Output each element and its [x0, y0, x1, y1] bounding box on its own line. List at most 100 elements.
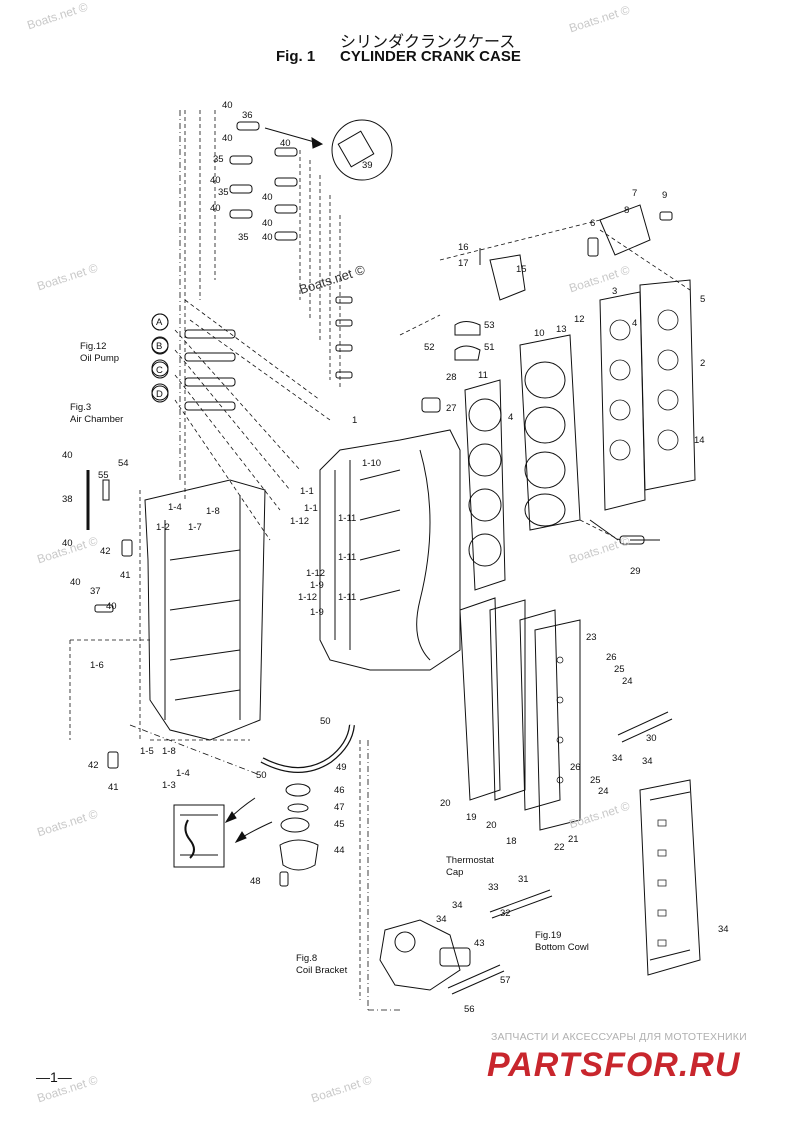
part-number: 1-4: [176, 768, 190, 779]
part-number: 25: [590, 775, 601, 786]
part-number: 1-11: [338, 592, 357, 603]
part-number: 1-1: [304, 503, 318, 514]
part-number: 7: [632, 188, 638, 199]
part-number: 2: [700, 358, 706, 369]
part-number: 34: [612, 753, 623, 764]
part-number: 33: [488, 882, 499, 893]
part-number: 1-4: [168, 502, 182, 513]
part-number: 29: [630, 566, 641, 577]
part-number: 10: [534, 328, 545, 339]
part-number: 40: [280, 138, 291, 149]
part-number: 19: [466, 812, 477, 823]
circled-letter-b: B: [156, 341, 163, 352]
part-number: 38: [62, 494, 73, 505]
store-heading: ЗАПЧАСТИ И АКСЕССУАРЫ ДЛЯ МОТОТЕХНИКИ: [491, 1031, 747, 1043]
circled-letter-c: C: [156, 365, 163, 376]
part-number: 28: [446, 372, 457, 383]
part-number: 43: [474, 938, 485, 949]
title-japanese: シリンダクランクケース: [340, 32, 516, 51]
part-number: 46: [334, 785, 345, 796]
part-number: 40: [62, 450, 73, 461]
part-number: 40: [70, 577, 81, 588]
part-number: 41: [120, 570, 131, 581]
part-number: 1-9: [310, 580, 324, 591]
part-number: 40: [262, 192, 273, 203]
part-number: 40: [210, 175, 221, 186]
part-number: 15: [516, 264, 527, 275]
part-number: 49: [336, 762, 347, 773]
part-number: 1-9: [310, 607, 324, 618]
part-number: 45: [334, 819, 345, 830]
part-number: 1-12: [290, 516, 310, 527]
part-number: 50: [256, 770, 267, 781]
part-number: 40: [62, 538, 73, 549]
part-number: 1-1: [300, 486, 314, 497]
part-number: 1-7: [188, 522, 202, 533]
part-number: 22: [554, 842, 565, 853]
part-number: 34: [452, 900, 463, 911]
part-number: 36: [242, 110, 253, 121]
callout-fig8: Fig.8: [296, 953, 318, 964]
part-number: 1-10: [362, 458, 382, 469]
part-number: 40: [262, 232, 273, 243]
part-number: 56: [464, 1004, 475, 1015]
part-number: 57: [500, 975, 511, 986]
part-number: 8: [624, 205, 630, 216]
part-number: 26: [606, 652, 617, 663]
part-number: 32: [500, 908, 511, 919]
part-number: 40: [222, 100, 233, 111]
partsfor-logo-icon[interactable]: PARTSFOR.RU: [483, 1044, 788, 1084]
part-number: 44: [334, 845, 345, 856]
part-number: 4: [508, 412, 514, 423]
part-number: 1-3: [162, 780, 176, 791]
part-number: 20: [486, 820, 497, 831]
part-number: 40: [222, 133, 233, 144]
part-number: 16: [458, 242, 469, 253]
page-number: —1—: [36, 1069, 72, 1085]
part-number: 14: [694, 435, 705, 446]
part-number: 34: [436, 914, 447, 925]
part-number: 23: [586, 632, 597, 643]
part-number: 6: [590, 218, 596, 229]
part-number: 1-12: [298, 592, 318, 603]
part-number: 21: [568, 834, 579, 845]
part-number: 1-8: [206, 506, 220, 517]
part-number: 51: [484, 342, 495, 353]
part-number: 4: [632, 318, 638, 329]
part-number: 39: [362, 160, 373, 171]
logo-text: PARTSFOR.RU: [487, 1046, 741, 1084]
part-number: 13: [556, 324, 567, 335]
part-number: 40: [106, 601, 117, 612]
part-number: 40: [262, 218, 273, 229]
part-number: 47: [334, 802, 345, 813]
part-number: 42: [88, 760, 99, 771]
callout-cap: Cap: [446, 867, 464, 878]
part-number: 1-6: [90, 660, 104, 671]
page-title: CYLINDER CRANK CASE: [340, 48, 521, 65]
part-number: 34: [718, 924, 729, 935]
part-number: 1-11: [338, 513, 357, 524]
part-number: 17: [458, 258, 469, 269]
callout-bottom-cowl: Bottom Cowl: [535, 942, 589, 953]
part-number: 55: [98, 470, 109, 481]
part-number: 1: [352, 415, 358, 426]
part-number: 31: [518, 874, 529, 885]
part-number: 25: [614, 664, 625, 675]
callout-fig12: Fig.12: [80, 341, 107, 352]
part-number: 1-11: [338, 552, 357, 563]
part-number: 26: [570, 762, 581, 773]
part-number: 35: [218, 187, 229, 198]
part-number: 20: [440, 798, 451, 809]
part-number: 30: [646, 733, 657, 744]
part-number: 11: [478, 370, 488, 381]
part-number: 50: [320, 716, 331, 727]
part-number: 5: [700, 294, 706, 305]
figure-number: Fig. 1: [276, 48, 316, 65]
part-number: 52: [424, 342, 435, 353]
part-number: 35: [213, 154, 224, 165]
part-number: 42: [100, 546, 111, 557]
callout-oil-pump: Oil Pump: [80, 353, 120, 364]
part-number: 18: [506, 836, 517, 847]
